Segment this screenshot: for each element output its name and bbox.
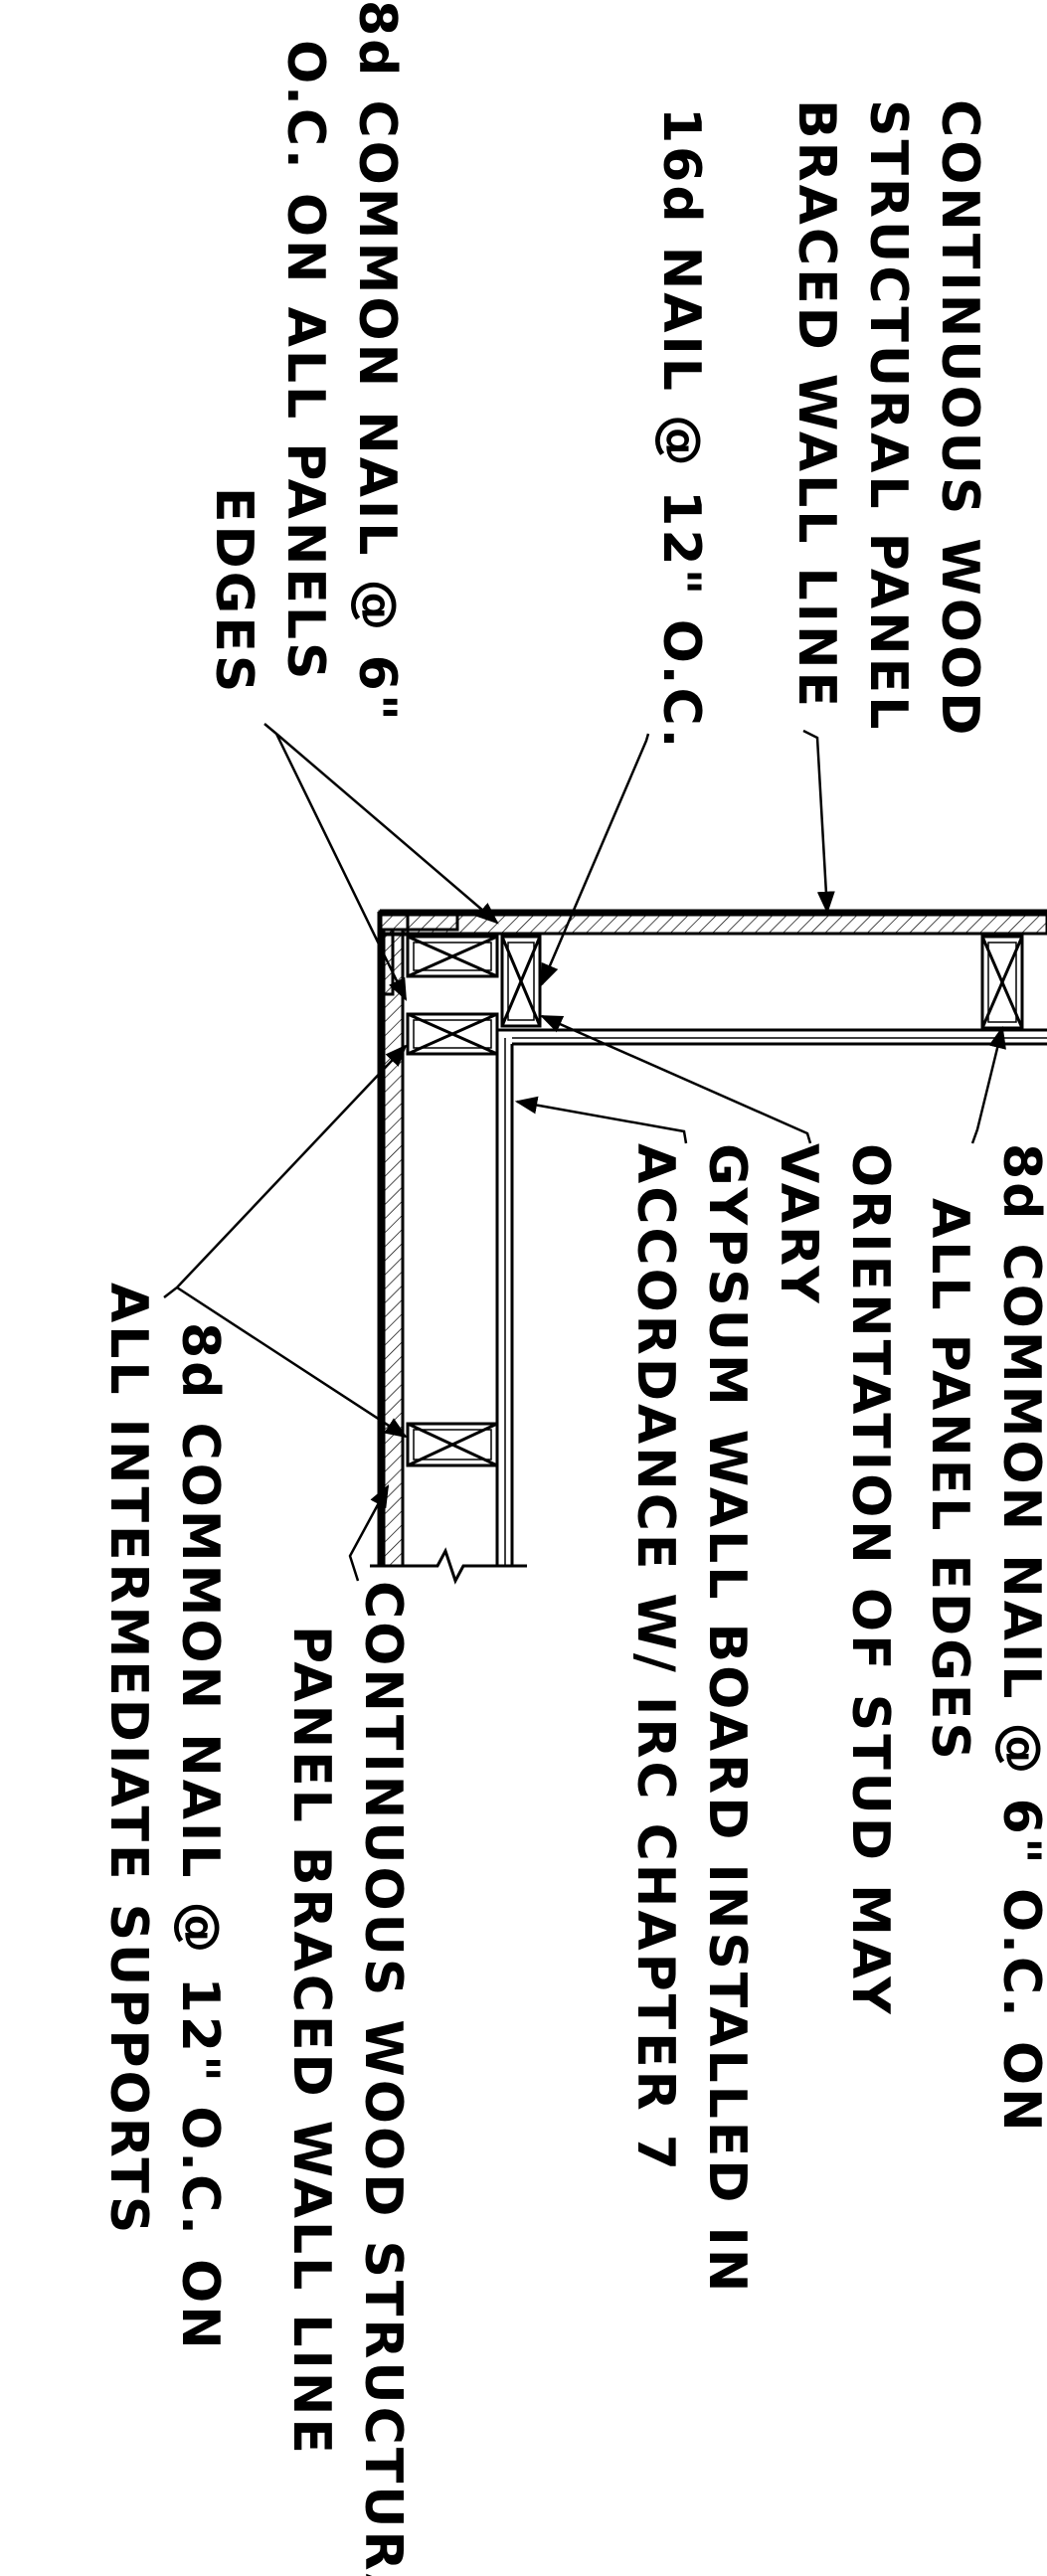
label-wall-line-top: CONTINUOUS WOOD STRUCTURAL PANEL BRACED … — [786, 99, 989, 738]
leader-stud-orientation — [539, 1014, 812, 1144]
gypsum-line-2: ACCORDANCE W/ IRC CHAPTER 7 — [625, 1143, 685, 2173]
stud-corner-b — [406, 1012, 499, 1056]
nail-8d-edges-left-line-2: O.C. ON ALL PANELS — [275, 40, 335, 683]
stud-corner-a — [406, 935, 499, 978]
nail-8d-intermediate-line-2: ALL INTERMEDIATE SUPPORTS — [98, 1283, 158, 2236]
nail-8d-edges-right-line-2: ALL PANEL EDGES — [920, 1198, 979, 1763]
nail-8d-edges-left-line-1: 8d COMMON NAIL @ 6" — [347, 0, 407, 724]
corner-notch — [378, 912, 410, 937]
leader-8d-edges-a — [263, 723, 499, 925]
break-line — [370, 1547, 527, 1585]
nail-8d-intermediate-line-1: 8d COMMON NAIL @ 12" O.C. ON — [170, 1322, 230, 2352]
corner-block — [378, 910, 459, 996]
wall-line-bottom-line-2: PANEL BRACED WALL LINE — [281, 1626, 341, 2457]
nail-8d-edges-left-line-3: EDGES — [204, 487, 263, 695]
stud-orientation-line-2: VARY — [769, 1143, 828, 1306]
leader-8d-intermediate-b — [176, 1286, 408, 1439]
label-8d-edges-left: 8d COMMON NAIL @ 6" O.C. ON ALL PANELS E… — [204, 0, 407, 724]
label-gypsum: GYPSUM WALL BOARD INSTALLED IN ACCORDANC… — [625, 1143, 757, 2295]
leader-16d — [540, 733, 650, 987]
wall-line-top-line-3: BRACED WALL LINE — [786, 99, 846, 710]
leader-gypsum — [514, 1096, 688, 1144]
leader-8d-intermediate-a — [163, 1044, 408, 1298]
stud-orientation-line-1: ORIENTATION OF STUD MAY — [840, 1143, 900, 2017]
stud-corner-c — [500, 935, 542, 1028]
label-nail-16d: 16d NAIL @ 12" O.C. — [651, 107, 711, 751]
wall-line-top-line-1: CONTINUOUS WOOD — [930, 99, 989, 738]
nail-16d-text: 16d NAIL @ 12" O.C. — [651, 107, 711, 751]
sheathing-top — [378, 913, 1047, 936]
label-wall-line-bottom: CONTINUOUS WOOD STRUCTURAL PANEL BRACED … — [281, 1581, 413, 2576]
studs — [406, 935, 1024, 1467]
stud-horizontal-wall — [980, 935, 1024, 1030]
sheathing-left — [382, 928, 405, 1568]
leader-8d-edges-b — [274, 733, 408, 1002]
wall-line-top-line-2: STRUCTURAL PANEL — [858, 99, 918, 732]
leader-wall-line-bottom — [348, 1484, 390, 1582]
nail-8d-edges-right-line-1: 8d COMMON NAIL @ 6" O.C. ON — [991, 1143, 1047, 2135]
label-stud-orientation: ORIENTATION OF STUD MAY VARY — [769, 1143, 900, 2017]
wall-framing — [370, 909, 1047, 1585]
leader-wall-line-top — [802, 729, 835, 915]
wall-line-bottom-line-1: CONTINUOUS WOOD STRUCTURAL — [353, 1581, 413, 2576]
stud-vertical-wall — [406, 1422, 499, 1467]
leaders — [163, 723, 1006, 1582]
label-8d-intermediate: 8d COMMON NAIL @ 12" O.C. ON ALL INTERME… — [98, 1283, 230, 2352]
label-8d-edges-right: 8d COMMON NAIL @ 6" O.C. ON ALL PANEL ED… — [920, 1143, 1047, 2135]
gypsum-line-1: GYPSUM WALL BOARD INSTALLED IN — [697, 1143, 757, 2295]
leader-8d-edges-right — [970, 1025, 1006, 1144]
